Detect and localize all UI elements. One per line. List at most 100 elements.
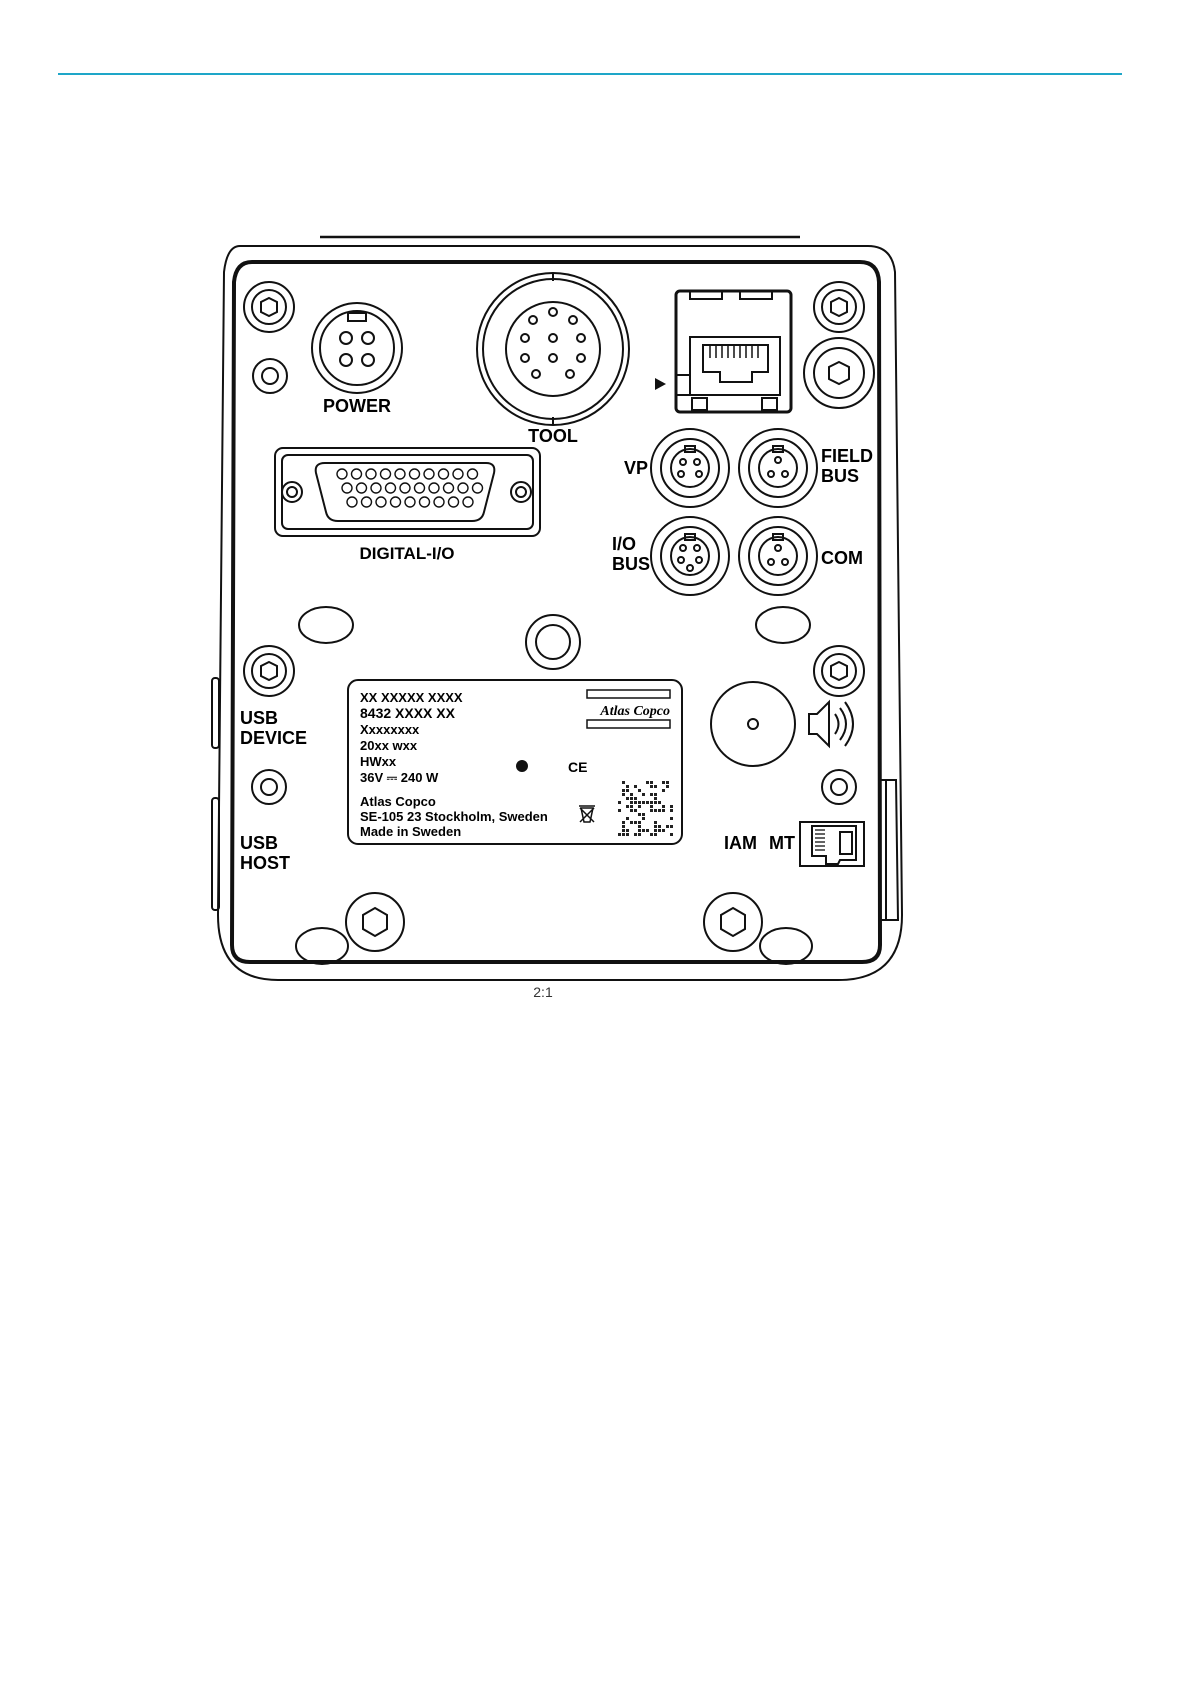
qr-module	[630, 809, 633, 812]
vp-connector	[651, 429, 729, 507]
dsub-pin	[420, 497, 430, 507]
qr-module	[634, 801, 637, 804]
tool-connector	[477, 273, 629, 425]
screw-icon	[814, 282, 864, 332]
qr-module	[654, 793, 657, 796]
qr-module	[634, 785, 637, 788]
qr-module	[622, 825, 625, 828]
foot	[760, 928, 812, 964]
screw-icon	[704, 893, 762, 951]
vp-label: VP	[624, 458, 648, 478]
dsub-pin	[366, 469, 376, 479]
qr-module	[650, 793, 653, 796]
foot	[296, 928, 348, 964]
qr-module	[638, 789, 641, 792]
dsub-pin	[473, 483, 483, 493]
qr-module	[670, 825, 673, 828]
dsub-pin	[391, 497, 401, 507]
qr-module	[662, 789, 665, 792]
weee-bin-icon	[579, 806, 595, 822]
qr-module	[618, 809, 621, 812]
dsub-pin	[371, 483, 381, 493]
qr-module	[618, 833, 621, 836]
qr-code-icon	[618, 781, 673, 836]
usb-host-label-1: USB	[240, 833, 278, 853]
qr-module	[638, 801, 641, 804]
qr-module	[654, 825, 657, 828]
qr-module	[638, 833, 641, 836]
atlas-copco-logo: Atlas Copco	[599, 704, 670, 719]
dsub-pin	[337, 469, 347, 479]
dsub-pin	[429, 483, 439, 493]
qr-module	[662, 781, 665, 784]
qr-module	[654, 833, 657, 836]
dsub-pin	[376, 497, 386, 507]
side-latch	[880, 780, 898, 920]
dsub-pin	[415, 483, 425, 493]
qr-module	[666, 785, 669, 788]
qr-module	[654, 809, 657, 812]
qr-module	[650, 785, 653, 788]
usb-device-label-2: DEVICE	[240, 728, 307, 748]
nameplate-line-7: Atlas Copco	[360, 794, 436, 809]
com-label: COM	[821, 548, 863, 568]
nameplate-line-8: SE-105 23 Stockholm, Sweden	[360, 809, 548, 824]
io-bus-connector	[651, 517, 729, 595]
qr-module	[650, 801, 653, 804]
qr-module	[622, 793, 625, 796]
qr-module	[670, 817, 673, 820]
center-hole	[526, 615, 580, 669]
mounting-hole	[822, 770, 856, 804]
dsub-pin	[410, 469, 420, 479]
qr-module	[670, 805, 673, 808]
qr-module	[642, 793, 645, 796]
microsd-slot	[800, 822, 864, 866]
qr-module	[654, 829, 657, 832]
qr-module	[642, 817, 645, 820]
qr-module	[634, 797, 637, 800]
screw-icon	[346, 893, 404, 951]
qr-module	[662, 805, 665, 808]
qr-module	[658, 829, 661, 832]
usb-device-label-1: USB	[240, 708, 278, 728]
iam-label: IAM	[724, 833, 757, 853]
qr-module	[638, 813, 641, 816]
qr-module	[630, 797, 633, 800]
tool-label: TOOL	[528, 426, 578, 446]
qr-module	[658, 809, 661, 812]
dsub-pin	[352, 469, 362, 479]
qr-module	[658, 801, 661, 804]
qr-module	[646, 781, 649, 784]
dsub-pin	[468, 469, 478, 479]
qr-module	[630, 805, 633, 808]
dsub-pin	[400, 483, 410, 493]
foot	[299, 607, 353, 643]
qr-module	[642, 813, 645, 816]
dsub-pin	[357, 483, 367, 493]
mounting-hole	[253, 359, 287, 393]
io-bus-label-1: I/O	[612, 534, 636, 554]
qr-module	[650, 805, 653, 808]
scale-label: 2:1	[533, 984, 553, 1000]
power-connector	[312, 303, 402, 393]
qr-module	[626, 805, 629, 808]
qr-module	[622, 781, 625, 784]
qr-module	[634, 833, 637, 836]
qr-module	[662, 809, 665, 812]
nameplate-line-9: Made in Sweden	[360, 824, 461, 839]
qr-module	[666, 781, 669, 784]
qr-module	[658, 825, 661, 828]
field-bus-connector	[739, 429, 817, 507]
qr-module	[622, 821, 625, 824]
qr-module	[618, 801, 621, 804]
qr-module	[626, 797, 629, 800]
usb-host-label-2: HOST	[240, 853, 290, 873]
io-bus-label-2: BUS	[612, 554, 650, 574]
screw-icon	[244, 646, 294, 696]
qr-module	[630, 821, 633, 824]
qr-module	[634, 821, 637, 824]
qr-module	[638, 821, 641, 824]
nameplate-dot	[516, 760, 528, 772]
qr-module	[670, 833, 673, 836]
